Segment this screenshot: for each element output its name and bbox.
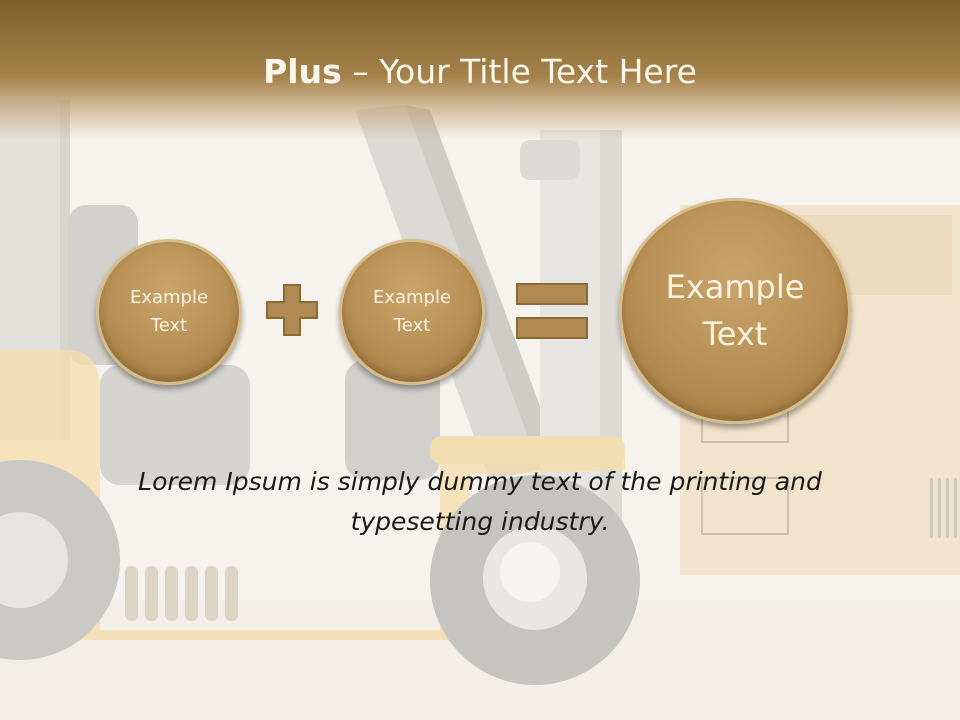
slide-title[interactable]: Plus – Your Title Text Here bbox=[0, 52, 960, 91]
example-circle-1[interactable]: Example Text bbox=[96, 239, 242, 385]
body-text[interactable]: Lorem Ipsum is simply dummy text of the … bbox=[138, 467, 822, 536]
example-circle-2[interactable]: Example Text bbox=[339, 239, 485, 385]
circle-2-text: Example Text bbox=[372, 287, 452, 336]
title-bar bbox=[0, 0, 960, 140]
title-bold: Plus bbox=[263, 52, 342, 91]
circle-3-text: Example Text bbox=[665, 268, 805, 353]
title-rest: – Your Title Text Here bbox=[341, 52, 697, 91]
equals-icon bbox=[516, 283, 588, 339]
example-circle-result[interactable]: Example Text bbox=[619, 198, 851, 424]
plus-icon bbox=[266, 284, 318, 336]
circle-1-text: Example Text bbox=[129, 287, 209, 336]
